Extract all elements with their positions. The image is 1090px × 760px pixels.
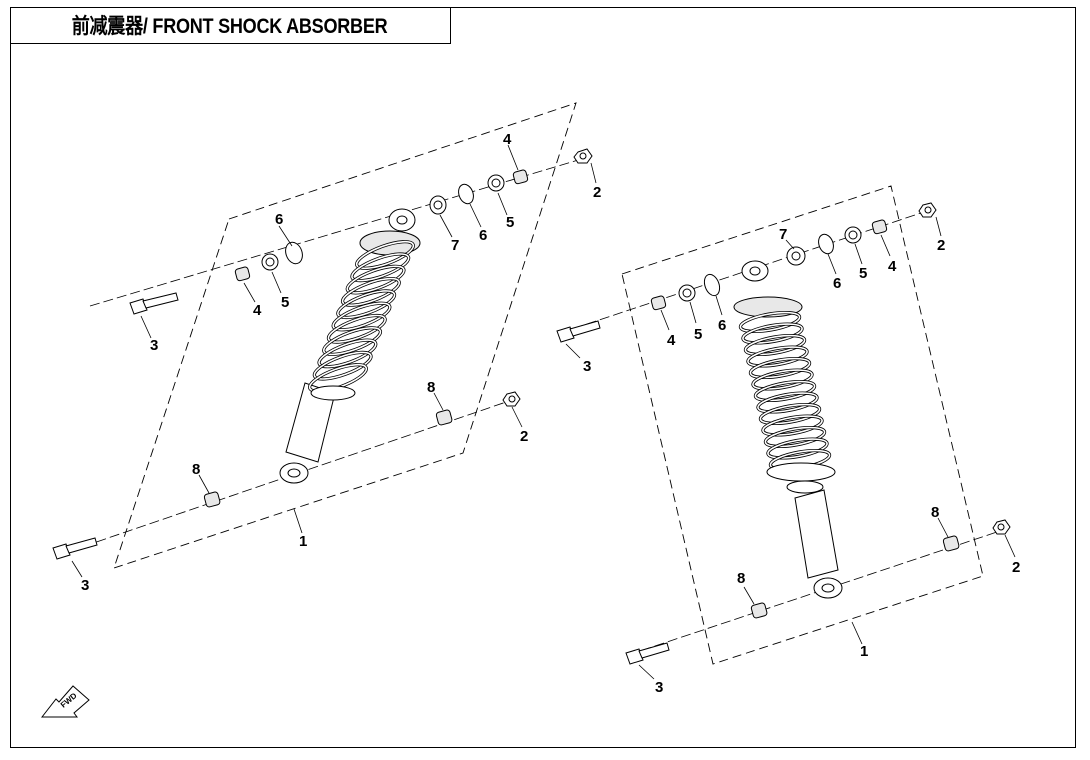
right-callout-4a: 4 <box>667 332 676 349</box>
spring-coil <box>318 339 377 368</box>
left-callout-3a: 3 <box>150 337 158 354</box>
spring-coil <box>742 323 803 344</box>
right-callout-4b: 4 <box>888 258 897 275</box>
right-callout-8a: 8 <box>931 504 939 521</box>
right-assembly-boundary <box>621 185 984 665</box>
drawing-frame <box>10 7 1076 748</box>
front-direction-arrow-icon: FWD <box>40 685 90 718</box>
right-shock-absorber <box>733 260 843 599</box>
spring-coil <box>744 334 806 356</box>
spring-coil <box>327 314 386 343</box>
spring-coil <box>757 392 818 413</box>
left-shock-assembly: 6 4 2 3 4 5 7 6 5 8 2 8 1 3 <box>52 102 601 594</box>
left-callout-4a: 4 <box>503 131 512 148</box>
left-assembly-boundary <box>113 102 577 569</box>
right-callout-2a: 2 <box>937 237 945 254</box>
left-bolt-top <box>129 292 179 315</box>
left-bolt-bottom <box>52 537 98 560</box>
spring-coil <box>754 380 816 402</box>
left-callout-8a: 8 <box>427 379 435 396</box>
spring-coil <box>747 346 808 367</box>
spring-coil <box>355 240 415 270</box>
left-callout-5a: 5 <box>281 294 289 311</box>
left-callout-2a: 2 <box>593 184 601 201</box>
right-callout-5a: 5 <box>694 326 702 343</box>
spring-coil <box>762 415 823 436</box>
spring-coil <box>752 369 813 390</box>
spring-coil <box>749 357 811 379</box>
right-bolt-top <box>556 320 601 343</box>
spring-coil <box>313 351 372 380</box>
spring-coil <box>764 426 826 448</box>
spring-coil <box>332 302 391 331</box>
right-callout-3b: 3 <box>655 679 663 696</box>
right-callout-5b: 5 <box>859 265 867 282</box>
right-callout-1: 1 <box>860 643 868 660</box>
spring-coil <box>739 311 801 333</box>
right-callout-2b: 2 <box>1012 559 1020 576</box>
left-shock-absorber <box>279 208 421 484</box>
spring-coil <box>759 403 821 425</box>
spring-coil <box>322 327 382 356</box>
spring-coil <box>351 253 410 282</box>
left-callout-2b: 2 <box>520 428 528 445</box>
title-box: 前减震器/ FRONT SHOCK ABSORBER <box>10 7 451 44</box>
spring-coil <box>346 265 405 294</box>
left-callout-5b: 5 <box>506 214 514 231</box>
spring-coil <box>337 290 396 319</box>
right-shock-assembly: 7 2 3 4 5 6 6 5 4 8 2 8 1 3 <box>556 185 1020 696</box>
left-callout-8b: 8 <box>192 461 200 478</box>
left-callout-6a: 6 <box>275 211 283 228</box>
left-callout-1: 1 <box>299 533 307 550</box>
right-bolt-bottom <box>625 642 670 665</box>
spring-coil <box>341 277 401 306</box>
right-callout-8b: 8 <box>737 570 745 587</box>
right-callout-7: 7 <box>779 226 787 243</box>
left-callout-4b: 4 <box>253 302 262 319</box>
left-callout-6b: 6 <box>479 227 487 244</box>
page-title: 前减震器/ FRONT SHOCK ABSORBER <box>72 15 388 38</box>
spring-coil <box>767 438 828 459</box>
right-callout-3a: 3 <box>583 358 591 375</box>
right-callout-6a: 6 <box>718 317 726 334</box>
right-callout-6b: 6 <box>833 275 841 292</box>
left-callout-7: 7 <box>451 237 459 254</box>
left-callout-3b: 3 <box>81 577 89 594</box>
